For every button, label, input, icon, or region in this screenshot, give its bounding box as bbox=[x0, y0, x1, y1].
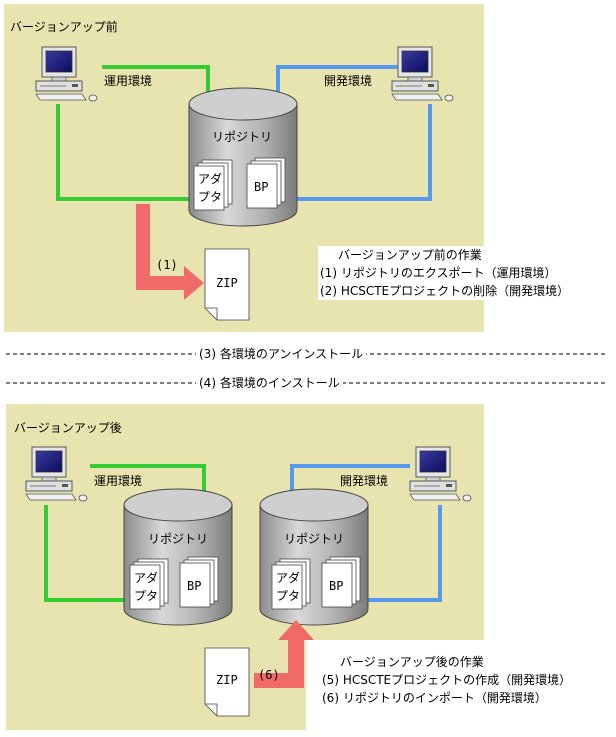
dev-connection-line bbox=[276, 65, 406, 96]
document-icon bbox=[129, 558, 169, 610]
pc-icon bbox=[25, 446, 88, 502]
step-1-label: (1) bbox=[156, 258, 178, 272]
notes-after: バージョンアップ後の作業 (5) HCSCTEプロジェクトの作成（開発環境） (… bbox=[318, 653, 610, 707]
document-icon bbox=[204, 248, 250, 321]
install-step-label: (4) 各環境のインストール bbox=[196, 376, 343, 390]
document-icon bbox=[271, 558, 311, 610]
document-icon bbox=[193, 159, 233, 211]
dev-env-label: 開発環境 bbox=[324, 74, 373, 88]
bp-prod-label: BP bbox=[187, 579, 202, 593]
pc-icon bbox=[409, 446, 472, 502]
prod-env-label: 運用環境 bbox=[94, 474, 143, 488]
document-icon bbox=[246, 157, 286, 209]
pc-icon bbox=[35, 46, 98, 102]
bp-label: BP bbox=[254, 180, 269, 194]
adapter-prod-label-line1: アダ bbox=[134, 571, 159, 585]
dev-connection-line bbox=[290, 464, 410, 493]
dev-env-label: 開発環境 bbox=[340, 474, 389, 488]
repository-dev-label: リポジトリ bbox=[284, 532, 345, 546]
prod-connection-line bbox=[56, 104, 190, 201]
pc-icon bbox=[391, 46, 454, 102]
zip-label: ZIP bbox=[216, 673, 238, 687]
prod-env-label: 運用環境 bbox=[104, 74, 153, 88]
notes-after-item: (5) HCSCTEプロジェクトの作成（開発環境） bbox=[322, 673, 572, 687]
document-icon bbox=[204, 647, 250, 717]
prod-connection-line bbox=[44, 505, 124, 602]
prod-connection-line-top bbox=[102, 65, 210, 96]
bp-dev-label: BP bbox=[329, 579, 344, 593]
repository-label: リポジトリ bbox=[212, 130, 273, 144]
adapter-label-line1: アダ bbox=[198, 172, 223, 186]
document-icon bbox=[321, 556, 361, 608]
zip-label: ZIP bbox=[216, 276, 238, 290]
notes-after-item: (6) リポジトリのインポート（開発環境） bbox=[322, 691, 547, 705]
uninstall-step-label: (3) 各環境のアンインストール bbox=[196, 347, 367, 361]
notes-before-item: (2) HCSCTEプロジェクトの削除（開発環境） bbox=[320, 284, 570, 298]
adapter-label-line2: プタ bbox=[198, 190, 223, 204]
adapter-prod-label-line2: プタ bbox=[134, 589, 159, 603]
arrow-icon bbox=[254, 620, 314, 688]
notes-before-header: バージョンアップ前の作業 bbox=[338, 248, 482, 262]
prod-connection-line-top bbox=[90, 464, 206, 493]
panel-before-title: バージョンアップ前 bbox=[10, 20, 118, 34]
document-icon bbox=[179, 556, 219, 608]
step-6-label: (6) bbox=[258, 668, 280, 682]
adapter-dev-label-line2: プタ bbox=[276, 589, 301, 603]
adapter-dev-label-line1: アダ bbox=[276, 571, 301, 585]
repository-prod-label: リポジトリ bbox=[148, 532, 209, 546]
notes-after-header: バージョンアップ後の作業 bbox=[340, 655, 484, 669]
dev-connection-line-bottom bbox=[368, 505, 442, 602]
arrow-icon bbox=[136, 204, 204, 300]
notes-before-item: (1) リポジトリのエクスポート（運用環境） bbox=[320, 266, 557, 280]
notes-before: バージョンアップ前の作業 (1) リポジトリのエクスポート（運用環境） (2) … bbox=[318, 246, 610, 300]
dev-connection-line-bottom bbox=[296, 104, 432, 201]
panel-after-title: バージョンアップ後 bbox=[14, 421, 122, 435]
